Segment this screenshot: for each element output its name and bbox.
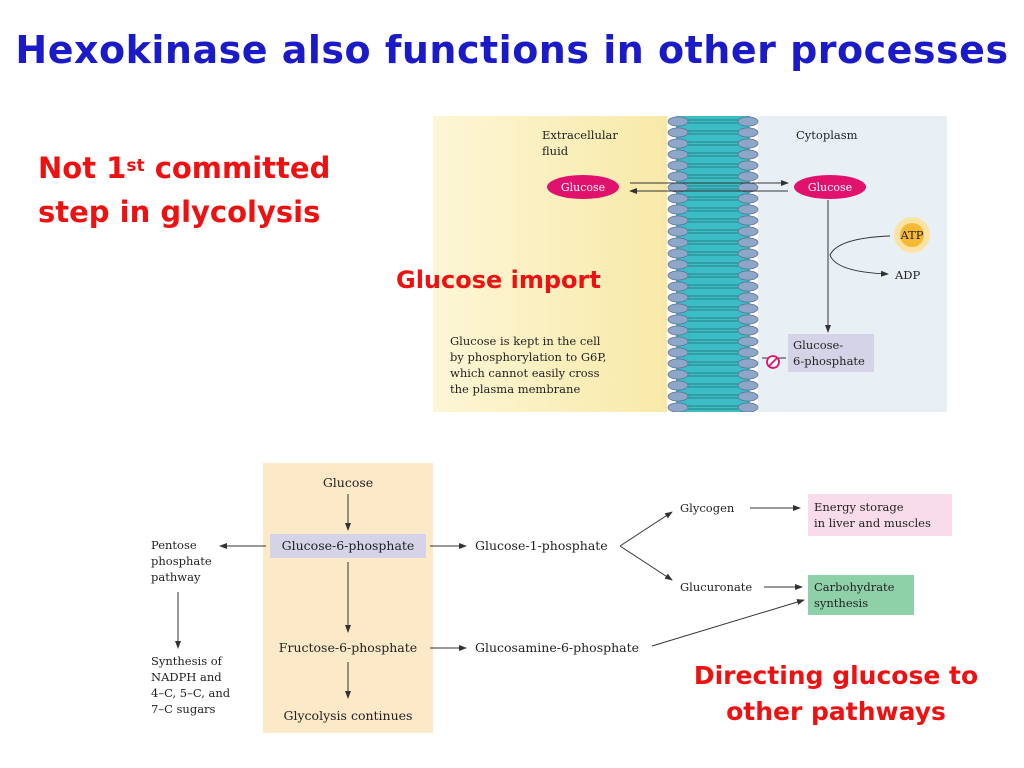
glucose-outside-pill <box>547 175 619 199</box>
glucose-outside-label: Glucose <box>561 181 605 194</box>
pw-pentose-2: phosphate <box>151 554 212 568</box>
caption-line-4: the plasma membrane <box>450 382 580 396</box>
glucose-inside-label: Glucose <box>808 181 852 194</box>
pw-synthesis-3: 4–C, 5–C, and <box>151 686 231 700</box>
arrow-g1p-glucuronate <box>619 545 673 581</box>
caption-line-3: which cannot easily cross <box>450 366 600 380</box>
g6p-label-2: 6-phosphate <box>793 354 865 368</box>
pw-carbo-2: synthesis <box>814 596 868 610</box>
adp-label: ADP <box>894 268 921 282</box>
pw-energy-1: Energy storage <box>814 500 904 514</box>
pw-energy-2: in liver and muscles <box>814 516 931 530</box>
pw-pentose-3: pathway <box>151 570 201 584</box>
extracellular-label-1: Extracellular <box>542 128 618 142</box>
committed-step-note: Not 1st committed step in glycolysis <box>38 146 330 234</box>
note-line1-b: committed <box>144 151 331 185</box>
atp-adp-curve <box>829 235 891 277</box>
atp-label: ATP <box>899 228 923 242</box>
pw-g6p-box <box>270 534 426 558</box>
arrow-g1p-glycogen <box>619 511 673 547</box>
note-line2: step in glycolysis <box>38 195 321 229</box>
note-line1-sup: st <box>126 156 145 176</box>
extracellular-region <box>433 116 667 412</box>
pw-f6p: Fructose-6-phosphate <box>279 640 417 655</box>
pw-g6p: Glucose-6-phosphate <box>282 538 415 553</box>
g6p-label-1: Glucose- <box>793 338 843 352</box>
slide-title: Hexokinase also functions in other proce… <box>15 28 1009 72</box>
carbo-box <box>808 575 914 615</box>
membrane-figure: Extracellular fluid Cytoplasm Glucose Gl… <box>433 116 947 412</box>
pw-glucosamine: Glucosamine-6-phosphate <box>475 640 639 655</box>
pw-glycolysis: Glycolysis continues <box>284 708 413 723</box>
pw-synthesis-4: 7–C sugars <box>151 702 216 716</box>
glucose-import-label: Glucose import <box>396 266 601 294</box>
g6p-box <box>788 334 874 372</box>
pathway-figure: Glucose Glucose-6-phosphate Fructose-6-p… <box>151 463 952 733</box>
caption-line-1: Glucose is kept in the cell <box>450 334 601 348</box>
atp-circle <box>900 223 924 247</box>
blocked-slash <box>768 357 778 367</box>
pw-carbo-1: Carbohydrate <box>814 580 895 594</box>
pw-glycogen: Glycogen <box>680 501 735 515</box>
directing-glucose-label: Directing glucose to other pathways <box>693 661 979 726</box>
pw-g1p: Glucose-1-phosphate <box>475 538 608 553</box>
note-line1-a: Not 1 <box>38 151 127 185</box>
extracellular-label-2: fluid <box>542 144 569 158</box>
lipid-bilayer <box>666 116 760 412</box>
glucose-inside-pill <box>794 175 866 199</box>
cytoplasm-label: Cytoplasm <box>796 128 858 142</box>
pw-glucuronate: Glucuronate <box>680 580 752 594</box>
pw-glucose: Glucose <box>323 475 373 490</box>
pw-synthesis-1: Synthesis of <box>151 654 223 668</box>
caption-line-2: by phosphorylation to G6P, <box>450 350 606 364</box>
arrow-glucosamine-carbo <box>651 599 805 647</box>
pw-pentose-1: Pentose <box>151 538 197 552</box>
energy-box <box>808 494 952 536</box>
pw-synthesis-2: NADPH and <box>151 670 222 684</box>
